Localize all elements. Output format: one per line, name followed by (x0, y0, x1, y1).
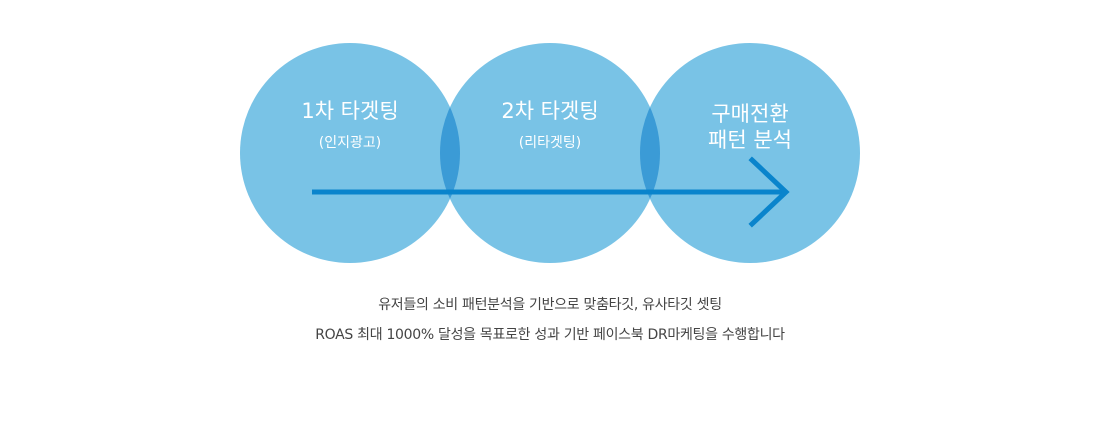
arrow-head (748, 156, 790, 228)
stage-circle-3 (640, 43, 860, 263)
stage-2-title-line-1: 2차 타겟팅 (501, 99, 598, 123)
stage-2-subtitle: (리타겟팅) (519, 135, 581, 151)
stage-circle-1 (240, 43, 460, 263)
stage-1-title-line-1: 1차 타겟팅 (301, 99, 398, 123)
stage-1-subtitle: (인지광고) (319, 135, 381, 151)
progress-arrow (312, 156, 790, 228)
stage-circle-2 (440, 43, 660, 263)
description-line-1: 유저들의 소비 패턴분석을 기반으로 맞춤타깃, 유사타깃 셋팅 (378, 297, 722, 313)
stage-3-title-line-2: 패턴 분석 (708, 128, 792, 152)
stage-3-title-line-1: 구매전환 (711, 102, 788, 126)
description-line-2: ROAS 최대 1000% 달성을 목표로한 성과 기반 페이스북 DR마케팅을… (315, 327, 785, 343)
